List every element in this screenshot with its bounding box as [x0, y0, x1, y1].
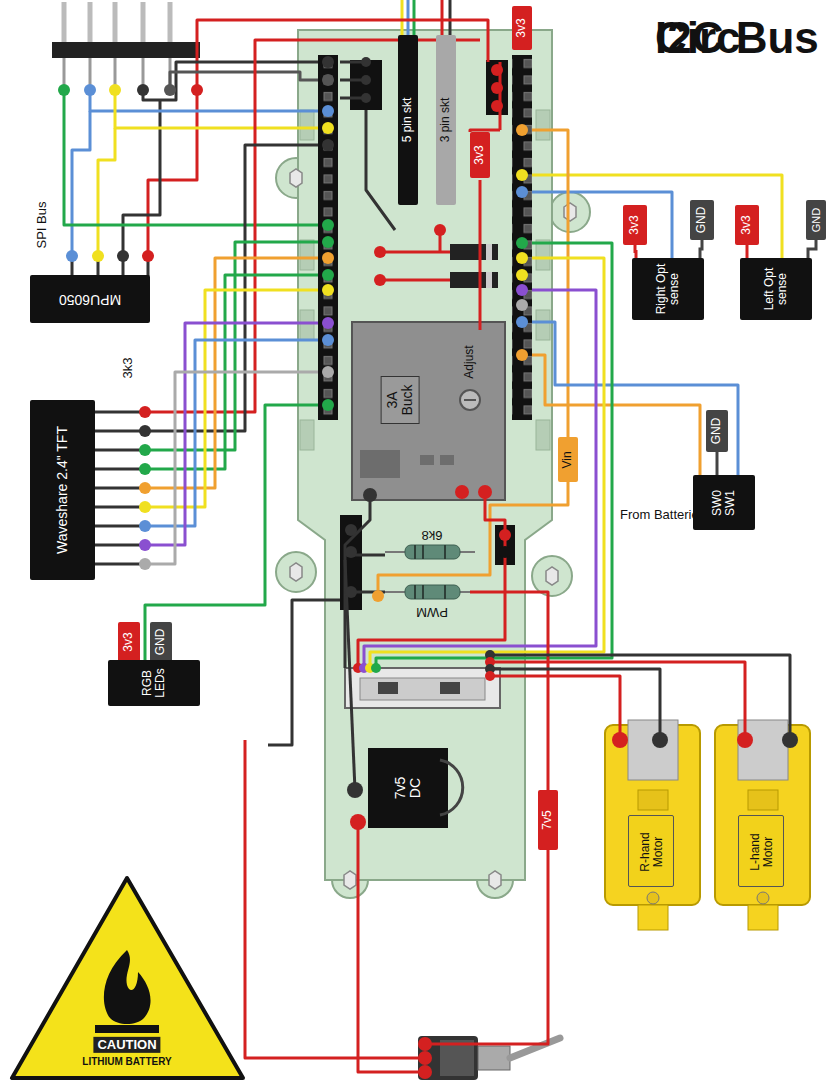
node-text: Right Opt sense: [655, 262, 681, 316]
dc-jack: 7v5 DC: [368, 748, 448, 828]
node-text: GND: [810, 208, 822, 232]
pin-headers: [318, 55, 532, 610]
power-tag: 3v3: [735, 205, 759, 245]
wires: [64, 0, 790, 1072]
node-text: GND: [710, 418, 723, 445]
voltage-tag: 7v5: [538, 790, 558, 850]
ground-tag: GND: [690, 200, 714, 240]
node-text: Adjust: [463, 345, 476, 378]
led-module: RGB LEDs: [108, 660, 200, 706]
node-text: Vin: [561, 451, 574, 468]
node-text: LITHIUM BATTERY: [82, 1056, 171, 1067]
node-text: 3v3: [740, 215, 753, 234]
node-text: L-hand Motor: [749, 831, 775, 873]
buck-converter: 3A Buck Adjust: [352, 322, 505, 500]
node-text: RGB LEDs: [141, 663, 167, 703]
socket-label: 3 pin skt: [436, 35, 456, 205]
motor-driver: [345, 668, 500, 708]
node-text: Left Opt sense: [763, 262, 789, 316]
node-text: 3v3: [122, 632, 135, 651]
pin-wire: [635, 245, 636, 258]
resistor-value: 6k8: [422, 528, 443, 542]
ground-tag: GND: [806, 200, 826, 240]
node-text: Waveshare 2.4" TFT: [55, 426, 70, 554]
bus-label: 3k3: [121, 358, 135, 379]
dc-jack-socket: [440, 760, 463, 815]
node-text: 3v3: [628, 215, 641, 234]
node-text: GND: [695, 207, 708, 234]
display-module: Waveshare 2.4" TFT: [30, 400, 95, 580]
bus-label: SPI Bus: [35, 202, 49, 249]
motor-label: R-hand Motor: [628, 815, 674, 887]
node-text: CAUTION: [93, 1037, 160, 1053]
pin-dots: [58, 56, 798, 1079]
mpu-pins: [66, 250, 154, 276]
motors: [605, 720, 810, 930]
pin-wire: [716, 452, 719, 475]
node-text: 5 pin skt: [401, 98, 414, 143]
pin-wire: [746, 245, 749, 258]
voltage-tag: Vin: [558, 437, 578, 482]
node-text: 7v5 DC: [393, 768, 424, 808]
motor-label: L-hand Motor: [738, 815, 784, 887]
node-text: R-hand Motor: [639, 831, 665, 873]
node-text: 7v5: [541, 810, 554, 829]
power-tag: 3v3: [118, 622, 140, 662]
node-text: 3 pin skt: [439, 98, 452, 143]
ground-tag: GND: [706, 410, 728, 452]
node-text: 3A Buck: [381, 376, 420, 424]
warning-sign: CAUTION LITHIUM BATTERY: [10, 875, 246, 1080]
carrier-board: [276, 30, 590, 898]
node-text: 3v3: [515, 18, 528, 37]
resistors: [385, 545, 475, 599]
dc-jack-body: [368, 748, 448, 828]
tft-pins: [95, 406, 151, 570]
signal-label: From Batteries: [620, 508, 705, 522]
ground-tag: GND: [150, 622, 172, 662]
resistor-value: PWM: [416, 605, 448, 619]
sensor-module: Left Opt sense: [740, 258, 812, 320]
node-text: 3v3: [473, 145, 486, 164]
power-tag: 3v3: [623, 205, 647, 245]
pin-wire: [700, 240, 702, 258]
diagram-title: Circ: [655, 14, 741, 62]
power-tag: 3v3: [512, 6, 532, 50]
caution-sign: [12, 878, 243, 1078]
node-text: SW0 SW1: [711, 488, 737, 518]
power-tag: 3v3: [470, 132, 490, 178]
node-text: GND: [154, 629, 167, 656]
node-text: MPU6050: [59, 291, 121, 306]
buck-module: [352, 322, 505, 500]
sensor-module: Right Opt sense: [632, 258, 704, 320]
pin-wire: [808, 240, 816, 258]
socket-label: 5 pin skt: [398, 35, 418, 205]
sensor-module: MPU6050: [30, 275, 150, 323]
